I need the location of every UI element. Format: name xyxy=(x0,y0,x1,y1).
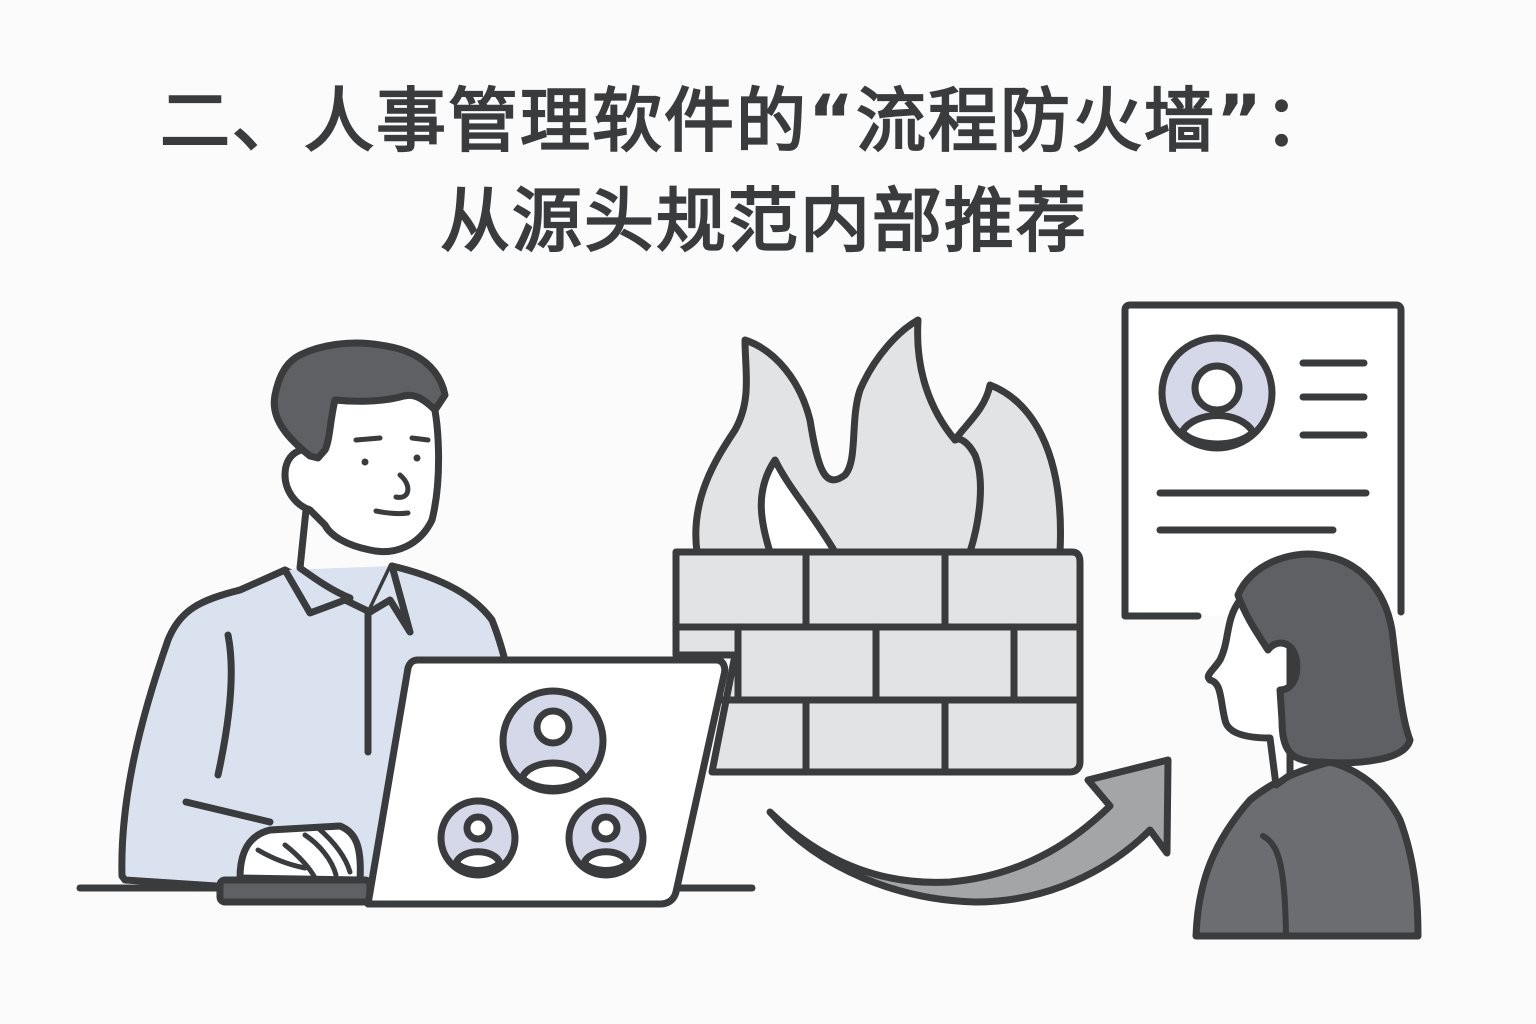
flame-icon xyxy=(692,316,1064,556)
hair xyxy=(1234,550,1414,767)
shoulders xyxy=(1192,758,1422,940)
nose xyxy=(393,472,411,500)
recommended-candidate-figure xyxy=(1192,550,1422,940)
user-avatar-icon-left xyxy=(437,797,519,879)
user-avatar-icon-right xyxy=(565,797,647,879)
user-avatar-icon-large xyxy=(499,687,607,795)
laptop-keyboard xyxy=(216,876,374,906)
laptop xyxy=(364,656,729,908)
profile-avatar-icon xyxy=(1158,334,1276,452)
arrow-icon xyxy=(766,756,1172,906)
page-title-line1: 二、人事管理软件的“流程防火墙”： xyxy=(159,80,1336,162)
candidate-profile-document xyxy=(1121,301,1405,620)
firewall xyxy=(672,316,1084,776)
hair xyxy=(270,339,449,462)
mouth xyxy=(373,508,411,517)
page-title-line2: 从源头规范内部推荐 xyxy=(440,180,1088,262)
eye-icon xyxy=(361,458,369,466)
